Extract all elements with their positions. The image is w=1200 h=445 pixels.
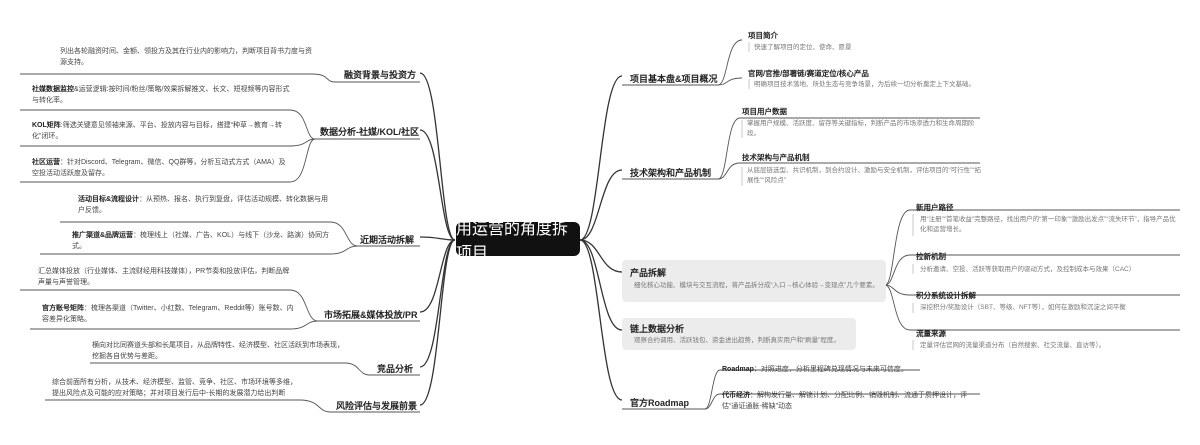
branch-risk[interactable]: 风险评估与发展前景 [336,399,417,412]
basics-sub-intro: 项目简介 [748,31,778,40]
branch-basics-title: 项目基本盘&项目概况 [630,74,718,84]
roadmap-leaf-roadmap: Roadmap：对照进度，分析里程碑兑现情况与未来可信度。 [722,366,908,373]
tech-sub-arch-note: 从底层链选型、共识机制，到合约设计、激励与安全机制，评估项目的“可行性”“拓展性… [747,167,981,184]
financing-leaf: 列出各轮融资时间、金额、领投方及其在行业内的影响力，判断项目背书力度与资源支持。 [60,48,312,66]
branch-data-analysis-title: 数据分析-社媒/KOL/社区 [320,127,419,137]
branch-tech[interactable]: 技术架构和产品机制 [630,166,711,179]
data-leaf-social: 社媒数据监控&运营逻辑:按时间/粉丝/策略/效果拆解推文、长文、短视频等内容形式… [32,86,290,104]
root-title: 用运营的角度拆项目 [456,221,569,262]
branch-product[interactable]: 产品拆解 [630,266,666,279]
branch-tech-title: 技术架构和产品机制 [630,168,712,178]
branch-competitor-title: 竞品分析 [377,364,414,374]
branch-roadmap[interactable]: 官方Roadmap [630,396,689,409]
branch-financing-title: 融资背景与投资方 [344,70,417,80]
product-sub-traffic-note: 定量评估官网的流量渠道分布（自然搜索、社交流量、直访等）。 [920,342,1106,349]
product-sub-newuser-note: 用“注册”“首笔收益”完整路径，找出用户的“第一印象”“激励出发点”“流失环节”… [920,216,1176,233]
basics-sub-site-note: 明确项目技术落地、所处生态与竞争场景，为后续一切分析奠定上下文基础。 [754,81,975,88]
data-leaf-kol: KOL矩阵:筛选关键意见领袖来源、平台、投放内容与目标，搭建“种草→教育→转化”… [32,122,283,140]
tech-sub-arch: 技术架构与产品机制 [742,153,810,162]
basics-sub-site: 官网/官推/部署链/赛道定位/核心产品 [748,69,869,78]
branch-events[interactable]: 近期活动拆解 [360,233,414,246]
product-sub-acquisition-note: 分析邀请、空投、活跃等获取用户的驱动方式，及控制成本与效果（CAC） [920,266,1136,273]
branch-onchain-title: 链上数据分析 [630,324,685,334]
branch-market-title: 市场拓展&媒体投放/PR [324,310,418,320]
branch-onchain[interactable]: 链上数据分析 [630,322,684,335]
product-sub-points: 积分系统设计拆解 [916,291,976,300]
branch-data-analysis[interactable]: 数据分析-社媒/KOL/社区 [320,125,419,138]
data-leaf-community: 社区运营：针对Discord、Telegram、微信、QQ群等，分析互动式方式（… [32,159,286,177]
tech-sub-userdata: 项目用户数据 [742,107,787,116]
product-sub-acquisition: 拉新机制 [916,252,946,261]
branch-events-title: 近期活动拆解 [360,235,415,245]
branch-market[interactable]: 市场拓展&媒体投放/PR [324,308,418,321]
branch-basics[interactable]: 项目基本盘&项目概况 [630,72,718,85]
product-sub-newuser: 新用户路径 [916,203,954,212]
roadmap-leaf-token: 代币经济：解构发行量、解锁计划、分配比例、销毁机制、流通于质押设计，评估“通证通… [722,392,967,410]
competitor-leaf: 横向对比同赛道头部和长尾项目，从品牌特性、经济模型、社区活跃到市场表现，挖掘各自… [92,342,344,360]
market-leaf-media: 汇总媒体投放（行业媒体、主流财经用科技媒体），PR节奏和投放评估，判断品牌声量与… [38,268,290,286]
tech-sub-userdata-note: 掌握用户规模、活跃度、留存等关键指标，判断产品的市场渗透力和生命周期阶段。 [747,120,975,137]
branch-competitor[interactable]: 竞品分析 [377,362,413,375]
product-note: 细化核心功能、模块与交互流程，将产品拆分成“入口→核心体验→变现点”几个要素。 [634,282,879,289]
branch-roadmap-title: 官方Roadmap [630,398,690,408]
market-leaf-accounts: 官方账号矩阵：梳理各渠道（Twitter、小红数、Telegram、Reddit… [42,305,294,323]
product-sub-points-note: 深挖积分/奖励设计（SBT、等级、NFT等），如何在激励和沉淀之间平衡 [920,304,1126,311]
product-sub-traffic: 流量来源 [916,329,946,338]
onchain-panel[interactable] [622,318,856,350]
branch-financing[interactable]: 融资背景与投资方 [344,68,416,81]
basics-sub-intro-note: 快速了解项目的定位、使命、愿景 [754,44,852,51]
root-node[interactable]: 用运营的角度拆项目 [456,221,580,262]
branch-product-title: 产品拆解 [630,268,667,278]
branch-risk-title: 风险评估与发展前景 [336,401,418,411]
product-panel[interactable] [622,260,886,302]
events-leaf-goal: 活动目标&流程设计：从预热、报名、执行到复盘，评估活动规模、转化数据与用户反馈。 [78,196,329,214]
onchain-note: 观察合约调用、活跃钱包、资金进出趋势，判断真实用户和“刷量”程度。 [634,337,840,344]
risk-leaf: 综合前面所有分析，从技术、经济模型、监管、竞争、社区、市场环境等多维，提出风险点… [52,379,297,397]
events-leaf-promotion: 推广渠道&品牌运营：梳理线上（社媒、广告、KOL）与线下（沙龙、路演）协同方式。 [72,232,330,250]
